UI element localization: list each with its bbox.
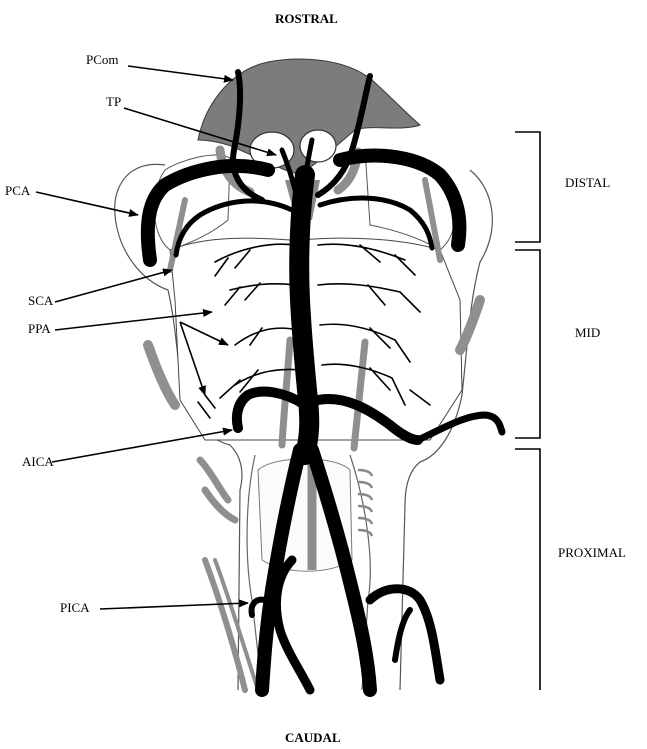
pca-arrow [36, 192, 138, 215]
pcom-label: PCom [86, 53, 119, 67]
ppa-label: PPA [28, 322, 51, 336]
distal-bracket [515, 132, 540, 242]
mammillary-body-right [300, 130, 336, 162]
caudal-label: CAUDAL [285, 731, 341, 745]
mid-label: MID [575, 326, 600, 340]
medulla-loop-left [276, 560, 310, 690]
sca-label: SCA [28, 294, 53, 308]
proximal-label: PROXIMAL [558, 546, 626, 560]
aica-arrow [52, 430, 232, 462]
pcom-arrow [128, 66, 233, 80]
pica-arrow [100, 603, 248, 609]
rostral-label: ROSTRAL [275, 12, 338, 26]
tp-label: TP [106, 95, 121, 109]
basilar-artery [299, 175, 309, 455]
mid-bracket [515, 250, 540, 438]
medulla-loop-right-inner [395, 610, 410, 660]
pica-label: PICA [60, 601, 90, 615]
pca-label: PCA [5, 184, 30, 198]
aica-label: AICA [22, 455, 54, 469]
hypoglossal-rootlets [358, 470, 372, 536]
segment-brackets [515, 132, 540, 690]
medulla-loop-right [370, 589, 440, 680]
distal-label: DISTAL [565, 176, 610, 190]
sca-arrow [55, 270, 172, 302]
proximal-bracket [515, 449, 540, 690]
